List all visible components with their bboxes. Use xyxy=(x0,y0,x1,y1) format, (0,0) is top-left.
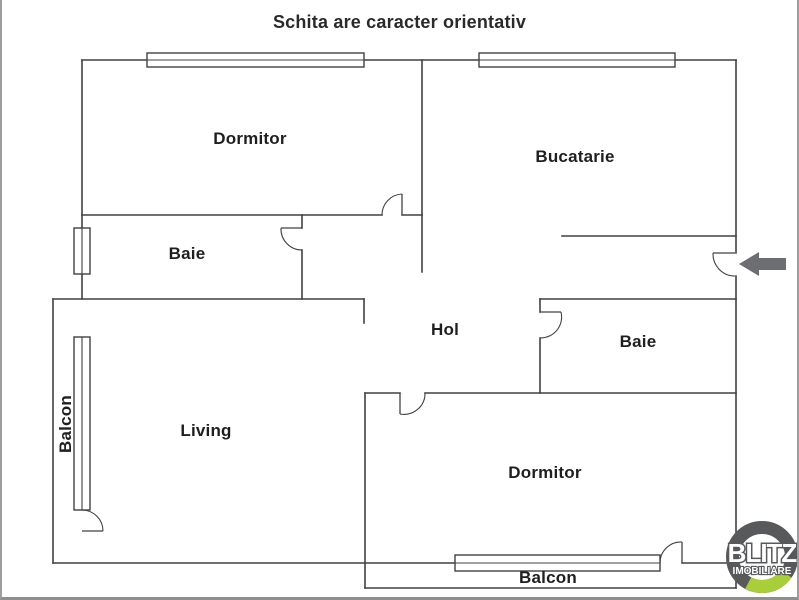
room-label-hol: Hol xyxy=(431,320,459,339)
door-swing-arc xyxy=(280,227,303,251)
door-swing-arc xyxy=(381,193,403,216)
room-label-living: Living xyxy=(180,421,232,440)
blitz-logo: BLITZ IMOBILIARE xyxy=(726,521,798,593)
logo-text-blitz: BLITZ xyxy=(728,538,798,568)
room-label-balcon-bottom: Balcon xyxy=(519,568,577,587)
door-swing-arc xyxy=(659,541,683,564)
room-label-dormitor-2: Dormitor xyxy=(508,463,582,482)
logo-accent-arc xyxy=(745,569,792,593)
room-label-dormitor-1: Dormitor xyxy=(213,129,287,148)
logo-text-imobiliare: IMOBILIARE xyxy=(733,566,792,577)
door-swing-arc xyxy=(81,509,104,532)
entrance-arrow-icon xyxy=(739,252,786,276)
room-label-baie-1: Baie xyxy=(168,244,206,263)
room-label-bucatarie: Bucatarie xyxy=(535,147,615,166)
door-swing-arc xyxy=(539,311,563,339)
door-swing-arc xyxy=(712,252,736,277)
plan-title: Schita are caracter orientativ xyxy=(272,12,527,32)
room-label-baie-2: Baie xyxy=(619,332,657,351)
door-swing-arc xyxy=(399,392,426,415)
room-label-balcon-left: Balcon xyxy=(56,395,75,453)
